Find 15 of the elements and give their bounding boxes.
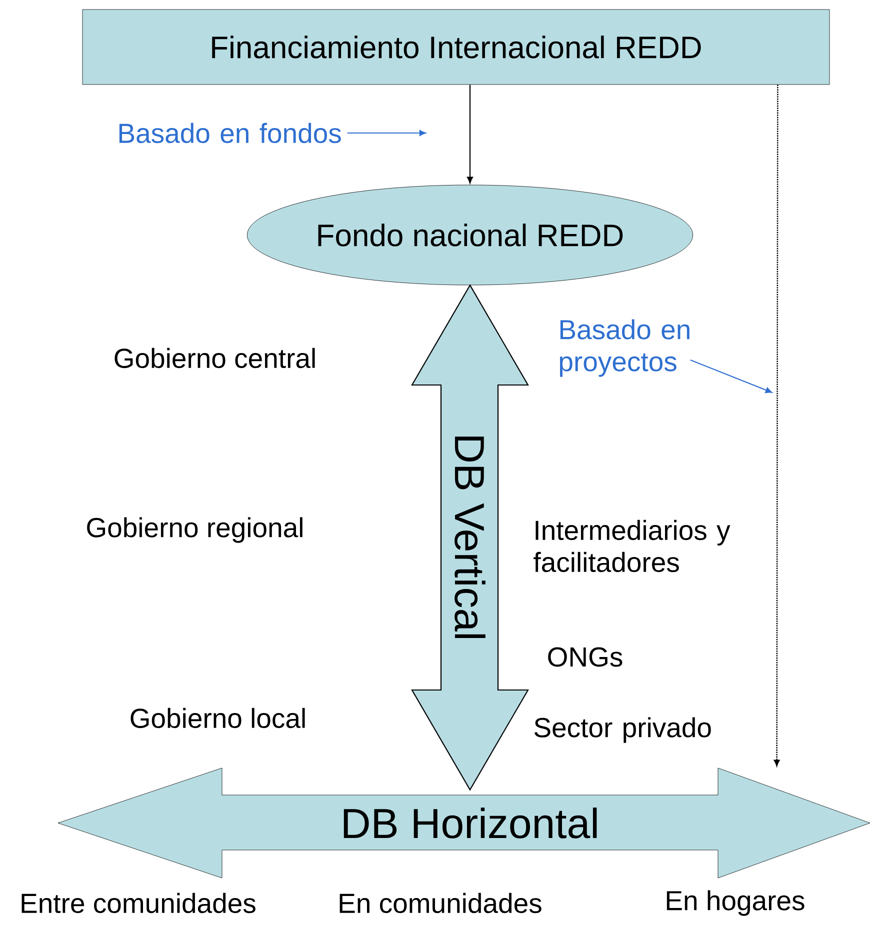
label-text: Sector privado [534,717,711,743]
arrow [467,84,473,184]
label-text: Intermediarios y facilitadores [534,520,730,572]
label-text: Gobierno regional [87,517,302,543]
annotation-text: Basado en proyectos [560,319,690,377]
process-box: Financiamiento Internacional REDD [82,9,830,85]
arrow [774,84,780,766]
label-text: ONGs [548,647,622,667]
ellipse-node: Fondo nacional REDD [246,184,693,286]
edge-label: DB Vertical [454,436,486,638]
label-text: Gobierno local [130,708,305,728]
arrow [690,360,772,394]
arrow [347,130,426,136]
annotation-text: Basado en fondos [119,122,341,144]
label-text: Gobierno central [114,348,315,368]
